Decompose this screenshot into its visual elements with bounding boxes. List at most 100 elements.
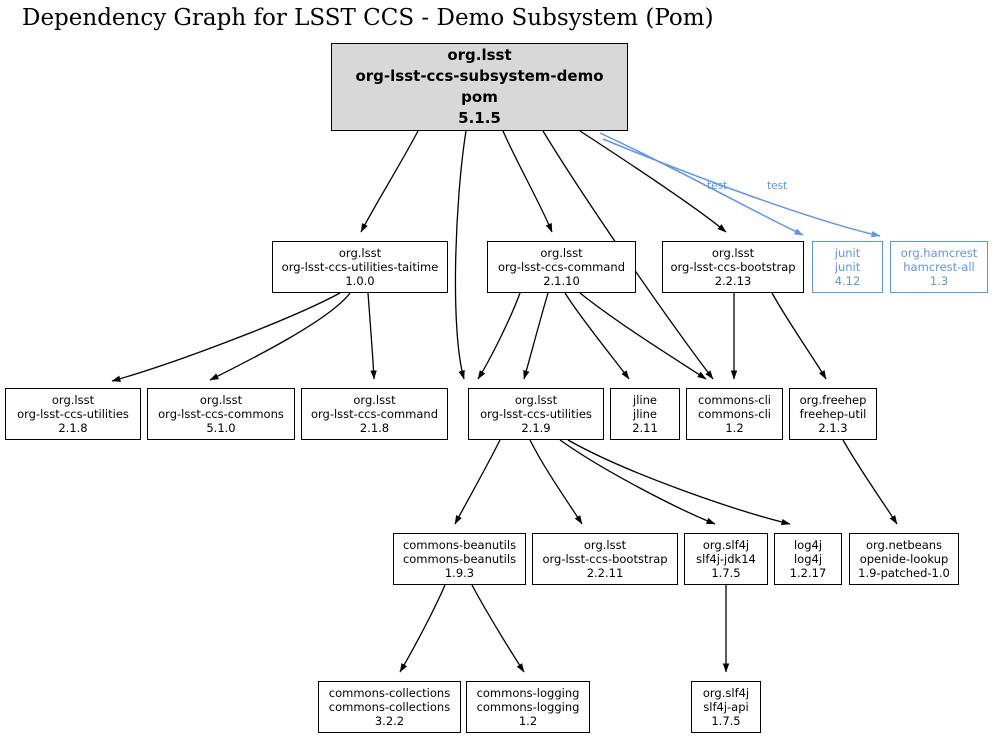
node-artifact: org-lsst-ccs-bootstrap <box>542 551 668 566</box>
node-artifact: junit <box>834 259 861 274</box>
node-version: 1.9.3 <box>444 566 475 581</box>
node-group: org.lsst <box>514 392 558 407</box>
node-group: commons-cli <box>698 392 771 407</box>
node-artifact: org-lsst-ccs-utilities <box>480 406 592 421</box>
edge-freehep-util-to-openide-lookup <box>842 439 898 525</box>
graph-node-root[interactable]: org.lsst org-lsst-ccs-subsystem-demo pom 5.… <box>331 43 628 131</box>
node-version: 3.2.2 <box>374 714 405 729</box>
node-version: 5.1.5 <box>458 109 501 127</box>
node-group: junit <box>834 245 861 260</box>
node-artifact: log4j <box>793 551 823 566</box>
node-version: 1.0.0 <box>345 274 375 289</box>
node-artifact: jline <box>633 406 657 421</box>
edge-root-to-hamcrest <box>602 138 881 238</box>
node-artifact: commons-cli <box>698 406 771 421</box>
node-version: 2.2.13 <box>714 274 752 289</box>
node-artifact: commons-beanutils <box>402 551 517 566</box>
node-version: 1.2.17 <box>789 566 827 581</box>
node-version: 5.1.0 <box>206 421 236 436</box>
node-group: org.freehep <box>799 392 867 407</box>
edge-taitime-to-command-218 <box>367 292 377 380</box>
edge-utilities-219-to-bootstrap-2211 <box>529 439 583 525</box>
node-packaging: pom <box>461 88 498 106</box>
node-group: org.lsst <box>199 392 243 407</box>
node-group: org.lsst <box>583 537 627 552</box>
edge-scope-label-1: test <box>767 180 788 192</box>
node-version: 1.7.5 <box>711 566 741 581</box>
edge-taitime-to-utilities-218 <box>111 292 341 382</box>
node-version: 2.11 <box>632 421 658 436</box>
node-group: log4j <box>793 537 823 552</box>
edge-utilities-219-to-commons-beanutils <box>454 439 501 525</box>
node-group: org.lsst <box>447 46 512 64</box>
node-artifact: org-lsst-ccs-subsystem-demo <box>355 67 604 85</box>
node-group: org.slf4j <box>702 685 750 700</box>
node-group: jline <box>633 392 657 407</box>
edge-command-2110-to-commons-cli <box>579 292 707 380</box>
node-group: org.lsst <box>711 245 755 260</box>
node-artifact: org-lsst-ccs-commons <box>158 406 284 421</box>
node-group: org.lsst <box>353 392 396 407</box>
edge-command-2110-to-jline <box>564 292 630 380</box>
node-version: 2.1.8 <box>359 421 390 436</box>
edge-scope-label-0: test <box>707 180 728 192</box>
node-group: org.lsst <box>338 245 382 260</box>
node-group: org.slf4j <box>702 537 750 552</box>
node-artifact: org-lsst-ccs-utilities <box>17 406 129 421</box>
edge-root-to-command-2110 <box>502 130 553 233</box>
node-artifact: freehep-util <box>799 406 867 421</box>
node-version: 1.3 <box>929 274 949 289</box>
node-version: 4.12 <box>834 274 861 289</box>
node-artifact: org-lsst-ccs-utilities-taitime <box>281 259 439 274</box>
edge-root-to-bootstrap-2213 <box>579 130 727 233</box>
node-artifact: commons-collections <box>328 699 451 714</box>
node-group: commons-collections <box>328 685 451 700</box>
node-version: 2.1.9 <box>521 421 551 436</box>
edge-commons-beanutils-to-commons-collections <box>399 584 446 673</box>
edge-root-to-taitime <box>360 130 419 233</box>
node-artifact: slf4j-jdk14 <box>696 551 756 566</box>
node-group: commons-beanutils <box>402 537 517 552</box>
node-version: 2.2.11 <box>586 566 624 581</box>
node-version: 2.1.10 <box>543 274 580 289</box>
node-group: org.hamcrest <box>900 245 978 260</box>
edge-taitime-to-commons-510 <box>209 292 351 381</box>
edge-utilities-219-to-slf4j-jdk14 <box>559 439 716 525</box>
node-version: 1.9-patched-1.0 <box>858 566 950 581</box>
edge-commons-beanutils-to-commons-logging <box>471 584 525 673</box>
node-artifact: openide-lookup <box>859 551 949 566</box>
node-artifact: slf4j-api <box>703 699 749 714</box>
edge-root-to-utilities-219 <box>454 130 467 380</box>
node-group: org.lsst <box>51 392 95 407</box>
node-group: org.netbeans <box>865 537 943 552</box>
node-artifact: commons-logging <box>476 699 580 714</box>
node-group: org.lsst <box>540 245 583 260</box>
edge-bootstrap-2213-to-freehep-util <box>771 292 827 380</box>
edge-utilities-219-to-log4j <box>567 439 791 526</box>
node-version: 1.2 <box>518 714 538 729</box>
node-artifact: hamcrest-all <box>903 259 975 274</box>
edge-command-2110-to-utilities-219 <box>477 292 521 380</box>
node-version: 2.1.3 <box>818 421 848 436</box>
